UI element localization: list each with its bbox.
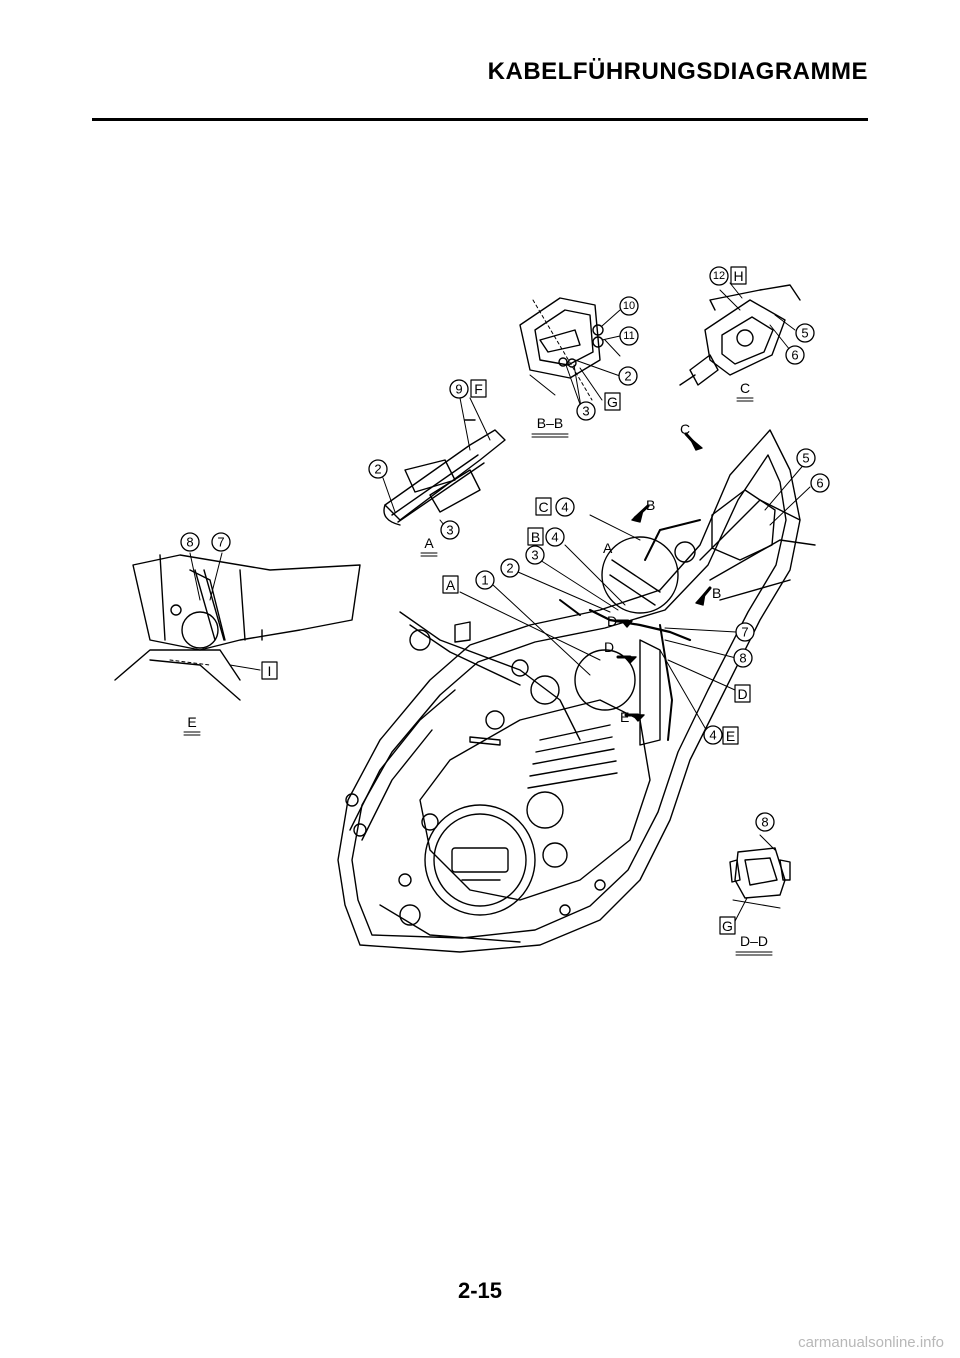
svg-text:I: I <box>268 663 272 679</box>
section-label-e: E <box>187 714 196 730</box>
svg-text:11: 11 <box>623 330 634 342</box>
svg-text:D–D: D–D <box>740 933 768 949</box>
section-label-bb: B–B <box>537 415 563 431</box>
svg-text:H: H <box>733 268 743 284</box>
direction-arrows <box>614 432 712 722</box>
svg-text:C: C <box>680 421 690 437</box>
callout-2: 2 <box>368 459 388 479</box>
svg-text:E: E <box>187 714 196 730</box>
svg-text:2: 2 <box>374 462 381 477</box>
box-label-d: D <box>734 684 751 703</box>
svg-text:9: 9 <box>455 382 462 397</box>
svg-text:1: 1 <box>481 573 488 588</box>
svg-text:4: 4 <box>561 500 568 515</box>
callout-9: 9 <box>449 379 469 399</box>
callout-4: 4 <box>555 497 575 517</box>
svg-text:C: C <box>538 499 548 515</box>
callout-7: 7 <box>211 532 231 552</box>
svg-text:B: B <box>531 529 540 545</box>
svg-text:D: D <box>604 639 614 655</box>
svg-text:12: 12 <box>713 270 725 282</box>
box-label-c: C <box>535 497 552 516</box>
svg-text:8: 8 <box>186 535 193 550</box>
svg-text:3: 3 <box>531 548 538 563</box>
box-label-b: B <box>527 527 544 546</box>
callout-6: 6 <box>785 345 805 365</box>
svg-text:2: 2 <box>506 561 513 576</box>
svg-text:A: A <box>603 540 613 556</box>
detail-dd-drawing <box>729 834 791 926</box>
svg-text:8: 8 <box>761 815 768 830</box>
callout-3: 3 <box>440 520 460 540</box>
svg-text:G: G <box>722 918 733 934</box>
svg-text:E: E <box>726 728 735 744</box>
svg-text:3: 3 <box>582 404 589 419</box>
callout-2: 2 <box>618 366 638 386</box>
watermark-text: carmanualsonline.info <box>798 1334 944 1351</box>
view-letters: C B A B D D E <box>603 421 721 725</box>
callout-3: 3 <box>525 545 545 565</box>
detail-bb-drawing <box>519 297 621 408</box>
box-label-f: F <box>470 379 487 398</box>
header-rule <box>92 118 868 121</box>
detail-c-drawing <box>679 282 801 386</box>
callout-1: 1 <box>475 570 495 590</box>
section-label-a: A <box>424 535 434 551</box>
callout-10: 10 <box>619 296 639 316</box>
svg-text:5: 5 <box>801 326 808 341</box>
callout-4: 4 <box>703 725 723 745</box>
svg-text:D: D <box>607 613 617 629</box>
callout-6: 6 <box>810 473 830 493</box>
svg-text:E: E <box>620 709 629 725</box>
svg-text:4: 4 <box>551 530 558 545</box>
svg-text:4: 4 <box>709 728 716 743</box>
motorcycle-frame-drawing <box>337 429 816 953</box>
svg-text:10: 10 <box>623 300 635 312</box>
svg-text:C: C <box>740 380 750 396</box>
svg-text:6: 6 <box>816 476 823 491</box>
detail-a-drawing <box>382 397 506 531</box>
page-number: 2-15 <box>457 1278 503 1303</box>
callout-5: 5 <box>795 323 815 343</box>
page-title: KABELFÜHRUNGSDIAGRAMME <box>487 58 868 85</box>
box-label-e: E <box>722 726 739 745</box>
callout-8: 8 <box>733 648 753 668</box>
callout-3: 3 <box>576 401 596 421</box>
svg-text:B: B <box>646 497 655 513</box>
box-label-i: I <box>261 661 278 680</box>
section-label-dd: D–D <box>740 933 768 949</box>
svg-text:G: G <box>607 394 618 410</box>
svg-text:A: A <box>446 577 456 593</box>
callout-8: 8 <box>180 532 200 552</box>
svg-text:F: F <box>474 381 483 397</box>
box-label-a: A <box>442 575 459 594</box>
section-label-c: C <box>740 380 750 396</box>
svg-text:2: 2 <box>624 369 631 384</box>
detail-e-drawing <box>114 552 361 701</box>
svg-text:B: B <box>712 585 721 601</box>
callout-7: 7 <box>735 622 755 642</box>
box-label-h: H <box>730 266 747 285</box>
svg-text:D: D <box>737 686 747 702</box>
svg-text:3: 3 <box>446 523 453 538</box>
svg-text:A: A <box>424 535 434 551</box>
svg-text:7: 7 <box>217 535 224 550</box>
svg-text:6: 6 <box>791 348 798 363</box>
callout-2: 2 <box>500 558 520 578</box>
svg-text:5: 5 <box>802 451 809 466</box>
box-label-g: G <box>604 392 621 411</box>
callout-5: 5 <box>796 448 816 468</box>
callout-12: 12 <box>709 266 729 286</box>
svg-text:7: 7 <box>741 625 748 640</box>
callout-11: 11 <box>619 326 639 346</box>
box-label-g: G <box>719 916 736 935</box>
callout-8: 8 <box>755 812 775 832</box>
svg-text:8: 8 <box>739 651 746 666</box>
callout-4: 4 <box>545 527 565 547</box>
svg-text:B–B: B–B <box>537 415 563 431</box>
